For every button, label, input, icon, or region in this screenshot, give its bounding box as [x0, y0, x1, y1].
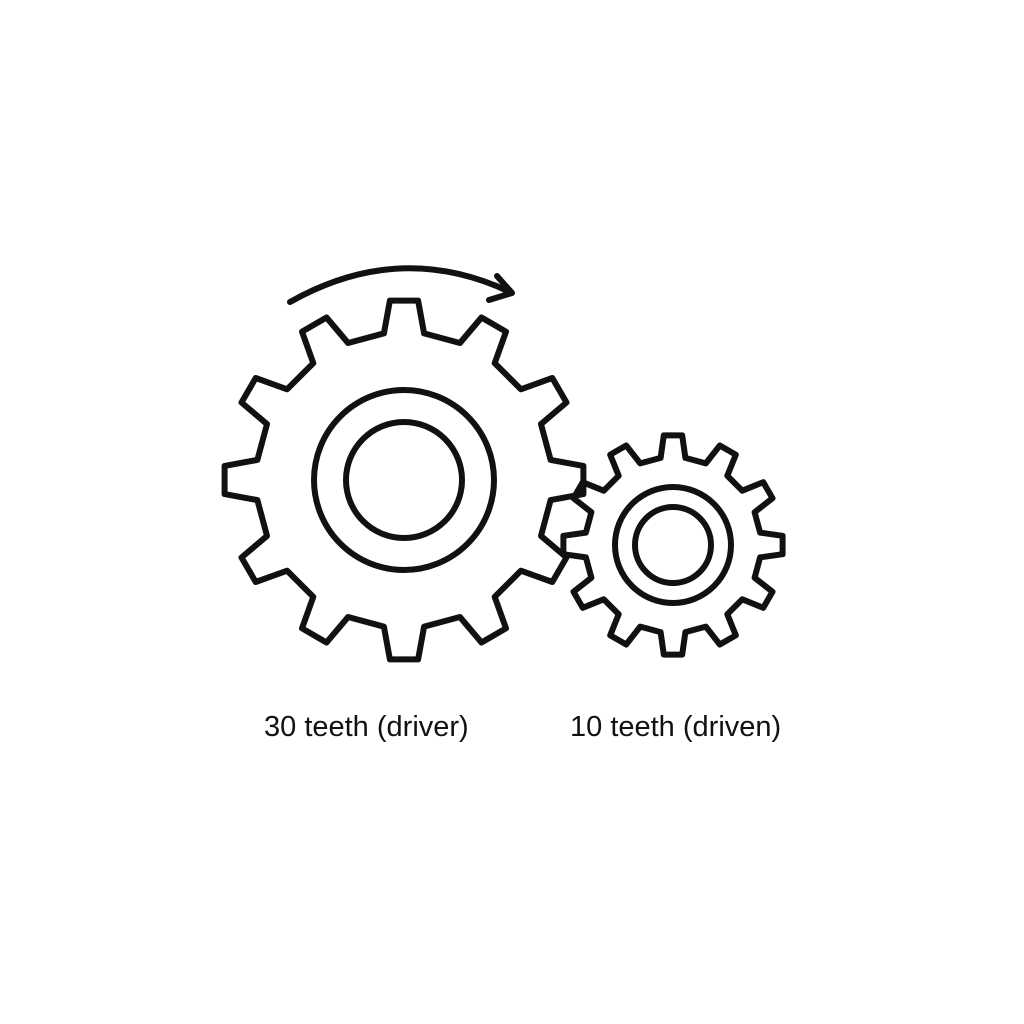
rotation-arrow-head — [486, 273, 515, 303]
large-gear-inner-ring — [343, 419, 465, 541]
large-gear-icon — [221, 297, 587, 663]
large-gear-outline — [221, 297, 587, 663]
small-gear-label: 10 teeth (driven) — [570, 711, 782, 743]
small-gear-outer-ring — [612, 484, 734, 606]
small-gear-icon — [560, 432, 786, 658]
small-gear-outline — [560, 432, 786, 658]
large-gear-label: 30 teeth (driver) — [264, 711, 469, 743]
rotation-arrow-icon — [287, 265, 515, 305]
small-gear-inner-ring — [632, 504, 714, 586]
rotation-arrow-arc — [287, 265, 513, 305]
large-gear-outer-ring — [311, 387, 497, 573]
